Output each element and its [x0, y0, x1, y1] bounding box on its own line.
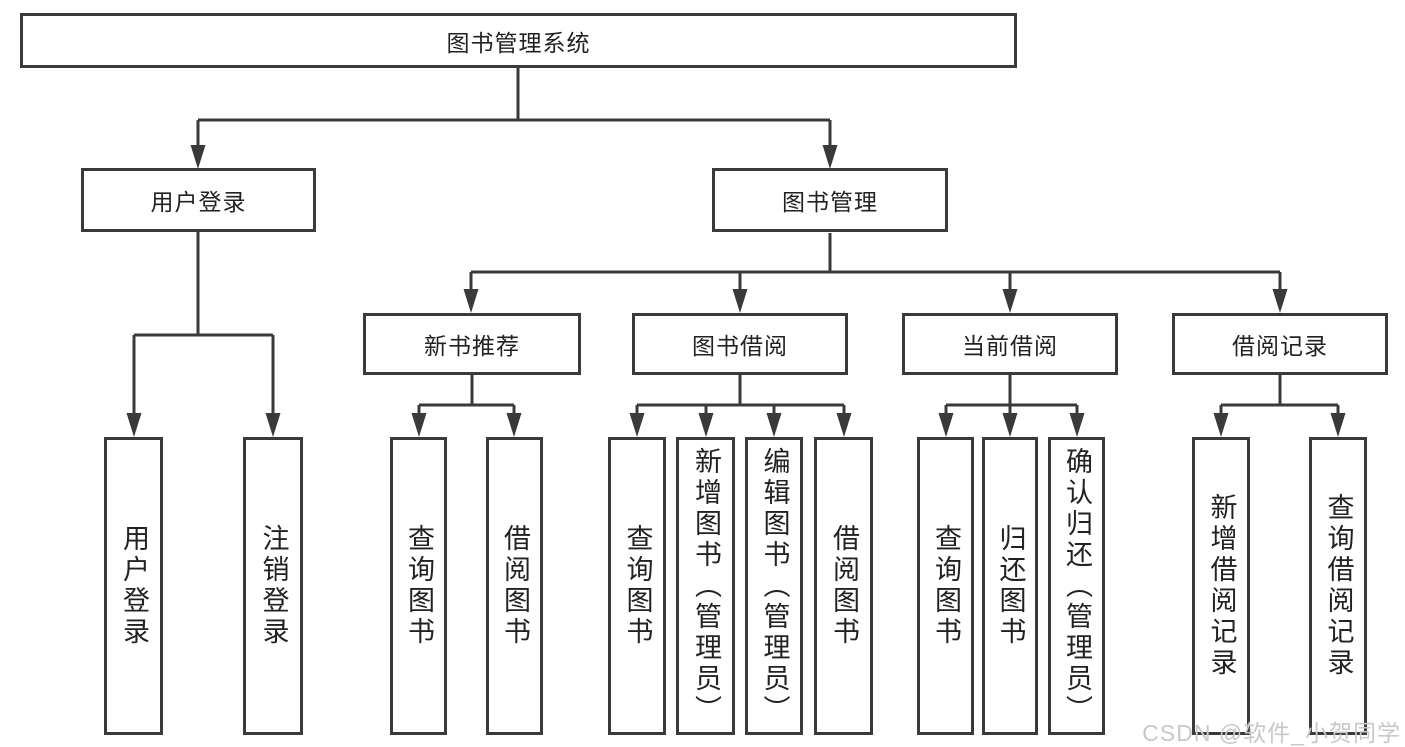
- node-label: 新增图书（管理员）: [691, 446, 721, 726]
- node-new-book-recommend: 新书推荐: [363, 313, 581, 375]
- arrowhead-icon: [836, 413, 852, 437]
- arrowheads-group: [126, 145, 1346, 437]
- node-user-login: 用户登录: [81, 168, 316, 232]
- node-label: 借阅图书: [500, 524, 530, 648]
- csdn-watermark: CSDN @软件_小贺同学: [1142, 720, 1401, 746]
- leaf-borrow-books-1: 借阅图书: [486, 437, 543, 735]
- arrowhead-icon: [506, 413, 522, 437]
- node-label: 新书推荐: [424, 333, 520, 359]
- arrowhead-icon: [1330, 413, 1346, 437]
- arrowhead-icon: [411, 413, 427, 437]
- node-label: 查询图书: [931, 524, 961, 648]
- node-label: 归还图书: [995, 524, 1026, 648]
- node-label: 查询图书: [622, 524, 653, 648]
- node-label: 编辑图书（管理员）: [759, 446, 790, 726]
- arrowhead-icon: [265, 413, 281, 437]
- arrowhead-icon: [1002, 413, 1018, 437]
- leaf-query-books-1: 查询图书: [390, 437, 447, 735]
- leaf-logout: 注销登录: [243, 437, 303, 735]
- arrowhead-icon: [698, 413, 714, 437]
- node-label: 借阅记录: [1232, 333, 1328, 359]
- arrowhead-icon: [463, 289, 479, 313]
- arrowhead-icon: [1002, 289, 1018, 313]
- node-borrow-records: 借阅记录: [1172, 313, 1388, 375]
- node-label: 查询图书: [404, 524, 434, 648]
- arrowhead-icon: [190, 145, 206, 169]
- leaf-add-borrow-record: 新增借阅记录: [1192, 437, 1250, 735]
- node-label: 用户登录: [119, 524, 149, 648]
- arrowhead-icon: [629, 413, 645, 437]
- node-label: 用户登录: [150, 189, 247, 215]
- leaf-borrow-books-2: 借阅图书: [814, 437, 873, 735]
- arrowhead-icon: [822, 145, 838, 169]
- node-library-management-system: 图书管理系统: [20, 13, 1017, 68]
- connector-lines: [132, 68, 1340, 415]
- arrowhead-icon: [1272, 289, 1288, 313]
- node-label: 借阅图书: [829, 524, 859, 648]
- leaf-query-borrow-record: 查询借阅记录: [1309, 437, 1367, 735]
- node-label: 图书借阅: [692, 333, 788, 359]
- node-label: 新增借阅记录: [1206, 493, 1237, 679]
- node-book-management: 图书管理: [712, 168, 948, 232]
- node-current-borrow: 当前借阅: [902, 313, 1118, 375]
- node-label: 确认归还（管理员）: [1062, 446, 1092, 726]
- leaf-return-books: 归还图书: [982, 437, 1038, 735]
- leaf-edit-books-admin: 编辑图书（管理员）: [745, 437, 803, 735]
- node-book-borrow: 图书借阅: [632, 313, 848, 375]
- arrowhead-icon: [1213, 413, 1229, 437]
- arrowhead-icon: [1069, 413, 1085, 437]
- leaf-query-books-3: 查询图书: [917, 437, 974, 735]
- leaf-add-books-admin: 新增图书（管理员）: [676, 437, 735, 735]
- arrowhead-icon: [126, 413, 142, 437]
- leaf-user-login: 用户登录: [104, 437, 163, 735]
- node-label: 当前借阅: [962, 333, 1058, 359]
- arrowhead-icon: [938, 413, 954, 437]
- node-label: 图书管理系统: [446, 29, 591, 56]
- leaf-confirm-return-admin: 确认归还（管理员）: [1048, 437, 1105, 735]
- leaf-query-books-2: 查询图书: [608, 437, 666, 735]
- node-label: 查询借阅记录: [1323, 493, 1354, 679]
- node-label: 注销登录: [258, 524, 289, 648]
- arrowhead-icon: [732, 289, 748, 313]
- node-label: 图书管理: [782, 189, 878, 215]
- arrowhead-icon: [766, 413, 782, 437]
